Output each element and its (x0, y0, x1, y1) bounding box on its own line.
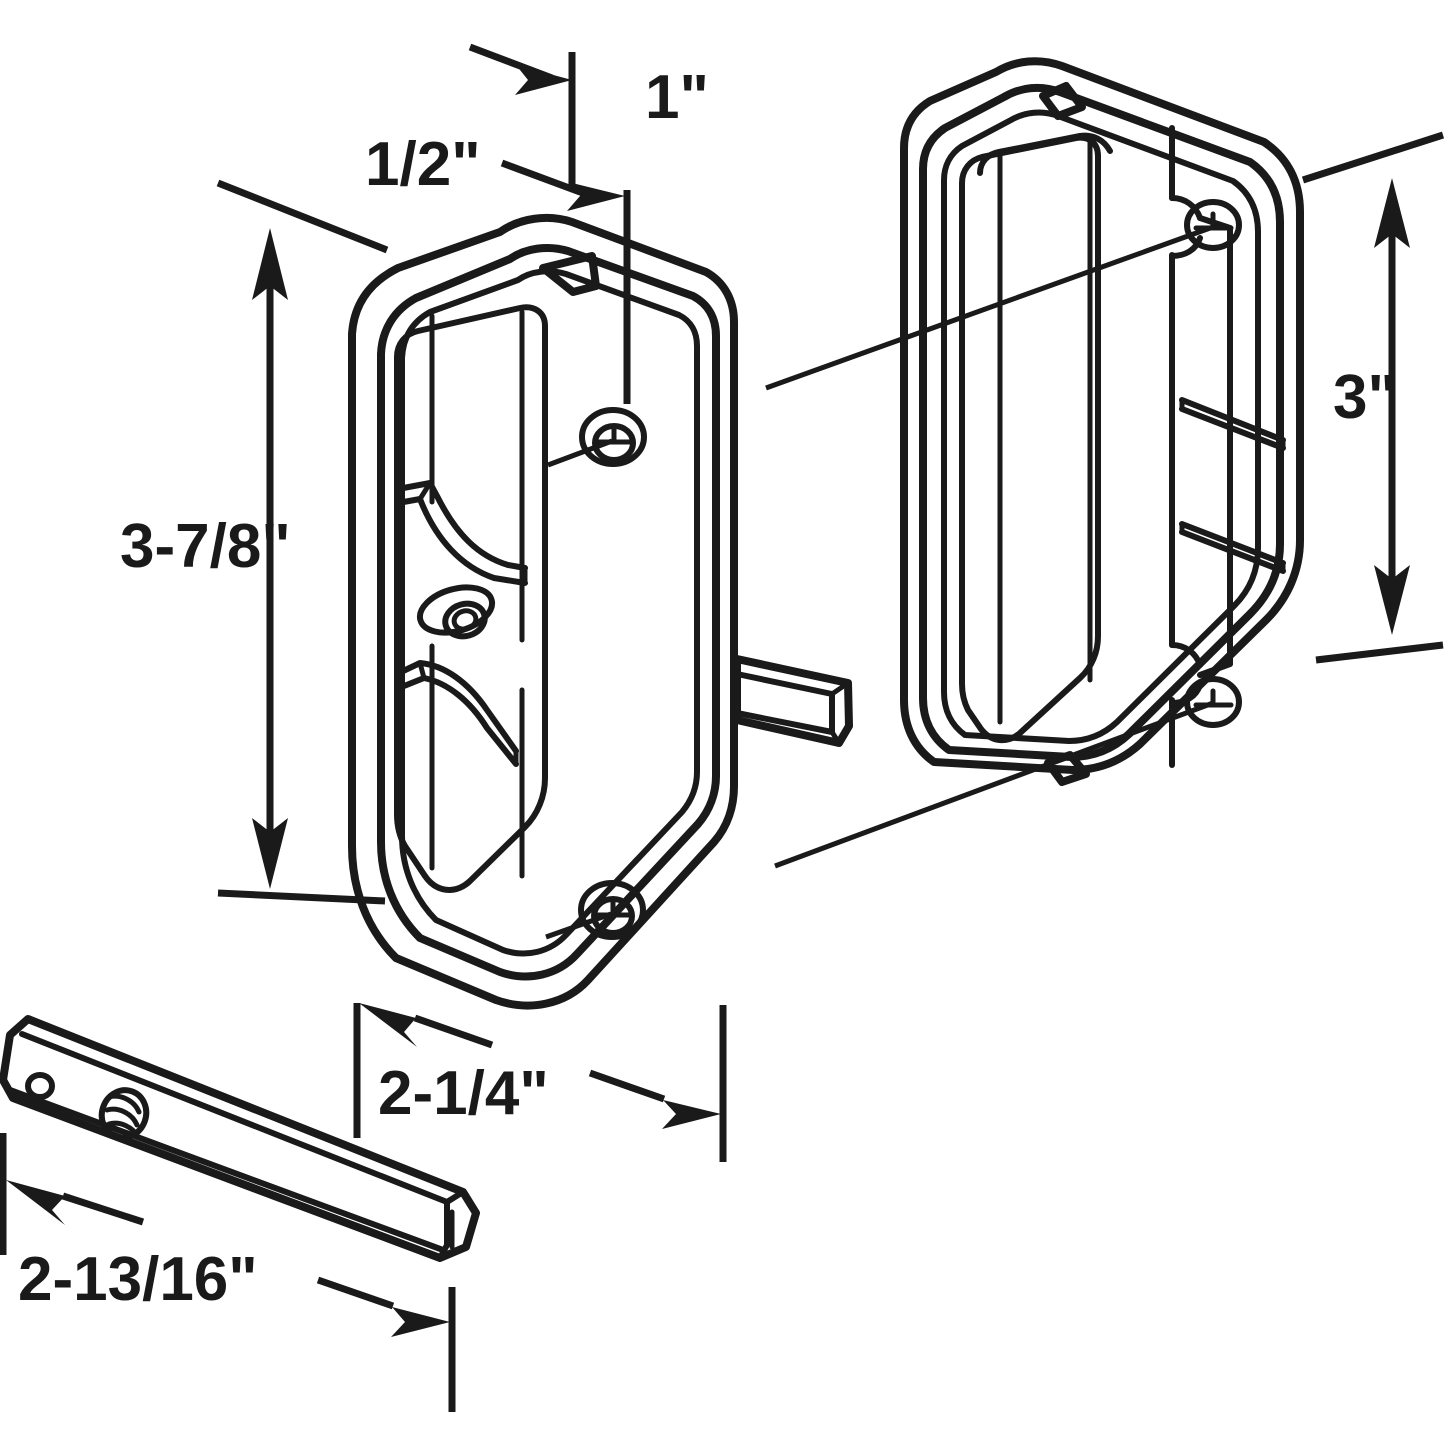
interior-handle-plate (348, 213, 738, 1010)
dim-three-seven-eighths: 3-7/8" (120, 179, 389, 905)
exterior-handle-plate (765, 57, 1304, 869)
dim-half-inch-label: 1/2" (365, 130, 481, 199)
dim-two-one-quarter: 2-1/4" (353, 1003, 727, 1162)
dim-one-inch: 1" (645, 63, 709, 132)
dim-two-one-quarter-label: 2-1/4" (378, 1059, 549, 1128)
dim-two-thirteen-sixteenths-label: 2-13/16" (18, 1245, 258, 1314)
dim-three-seven-eighths-label: 3-7/8" (120, 512, 291, 581)
latch-tongue (733, 655, 853, 747)
dim-two-thirteen-sixteenths: 2-13/16" (0, 1133, 456, 1412)
mounting-bracket (0, 1015, 480, 1262)
dim-one-inch-label: 1" (645, 63, 709, 132)
dim-three-inch-label: 3" (1333, 363, 1397, 432)
dim-half-inch: 1/2" (365, 43, 631, 404)
dim-three-inch: 3" (1301, 131, 1445, 664)
